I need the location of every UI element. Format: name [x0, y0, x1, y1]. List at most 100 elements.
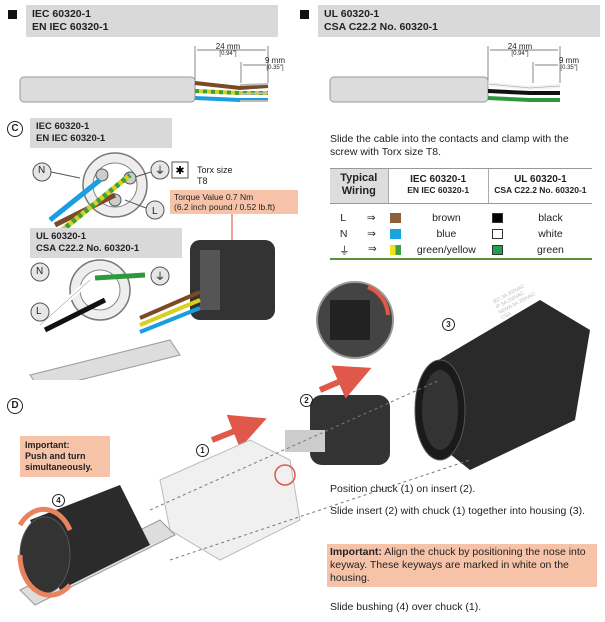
- terminal-face-iec: ⏚ ✱: [32, 152, 189, 234]
- wiring-iec-swatch: [389, 213, 401, 223]
- wiring-arrow: ⇒: [367, 228, 376, 240]
- header-iec-line2: EN IEC 60320-1: [32, 21, 109, 33]
- wiring-iec-color-name: brown: [432, 212, 461, 224]
- wiring-ul-cell: green: [486, 244, 592, 256]
- push-turn-text: Push and turn simultaneously.: [25, 451, 93, 472]
- section-c-marker: C: [7, 121, 23, 137]
- terminal-face-ul: ⏚: [29, 259, 181, 380]
- header-ul: UL 60320-1 CSA C22.2 No. 60320-1: [318, 5, 600, 37]
- dim-24-ul-mm: 24 mm: [507, 42, 533, 51]
- term-n-label: N: [38, 165, 46, 176]
- cable-ul-diagram: [329, 46, 561, 103]
- arrow-step-2: [318, 365, 372, 399]
- wiring-ul-swatch: [491, 245, 503, 255]
- svg-text:✱: ✱: [175, 164, 184, 177]
- section-c-ul-line2: CSA C22.2 No. 60320-1: [36, 243, 140, 254]
- dim-24-ul-in: [0.94"]: [511, 51, 529, 57]
- torx-label-line1: Torx size: [197, 165, 233, 175]
- header-iec: IEC 60320-1 EN IEC 60320-1: [26, 5, 278, 37]
- step-marker-4: 4: [52, 494, 65, 507]
- section-c-ul-label: UL 60320-1 CSA C22.2 No. 60320-1: [30, 228, 182, 258]
- torque-line1: Torque Value 0.7 Nm: [174, 192, 254, 202]
- section-c-ul-line1: UL 60320-1: [36, 231, 86, 242]
- wiring-title: Typical Wiring: [330, 169, 388, 203]
- insert-body: [139, 198, 275, 334]
- step-marker-3: 3: [442, 318, 455, 331]
- bushing-part: [17, 485, 150, 598]
- torque-line2: (6.2 inch pound / 0.52 lb.ft): [174, 202, 276, 212]
- svg-text:⏚: ⏚: [155, 271, 165, 283]
- wiring-term: N⇒: [330, 228, 386, 240]
- bullet-square: [300, 10, 309, 19]
- keyway-note-text: Align the chuck by positioning the nose …: [330, 546, 586, 584]
- dim-9-ul: 9 mm [0.35"]: [556, 56, 582, 71]
- wiring-iec-color-name: blue: [436, 228, 457, 240]
- wiring-title-line1: Typical: [340, 172, 378, 184]
- dim-9-iec-in: [0.35"]: [266, 65, 284, 71]
- arrow-step-1: [210, 414, 267, 449]
- section-c-iec-line2: EN IEC 60320-1: [36, 133, 106, 144]
- keyway-note-label: Important:: [330, 546, 382, 558]
- wiring-term: ⏚⇒: [330, 243, 386, 258]
- torx-label-line2: T8: [197, 176, 208, 186]
- dim-24-iec-in: [0.94"]: [219, 51, 237, 57]
- terminal-diagrams: ⏚ ✱ ⏚: [29, 152, 275, 380]
- wiring-row: L⇒ brown black: [330, 210, 592, 226]
- term-n-label-ul: N: [36, 266, 44, 277]
- dim-9-iec-mm: 9 mm: [265, 56, 285, 65]
- wiring-ul-color-name: black: [538, 212, 563, 224]
- wiring-iec-swatch: [389, 245, 401, 255]
- header-iec-line1: IEC 60320-1: [32, 8, 91, 20]
- guide-line: [149, 379, 441, 511]
- dim-24-iec: 24 mm [0.94"]: [208, 42, 248, 57]
- dim-9-ul-in: [0.35"]: [560, 65, 578, 71]
- guide-line: [169, 459, 471, 561]
- dim-24-iec-mm: 24 mm: [215, 42, 241, 51]
- slide-instruction: Slide the cable into the contacts and cl…: [330, 133, 569, 158]
- section-d-marker: D: [7, 398, 23, 414]
- section-c-iec-label: IEC 60320-1 EN IEC 60320-1: [30, 118, 172, 148]
- wiring-iec-cell: brown: [386, 212, 486, 224]
- push-turn-label: Important:: [25, 440, 70, 450]
- svg-text:⏚: ⏚: [155, 165, 165, 177]
- section-c-iec-line1: IEC 60320-1: [36, 121, 90, 132]
- push-turn-callout: Important: Push and turn simultaneously.: [20, 436, 110, 477]
- step-marker-1: 1: [196, 444, 209, 457]
- wiring-col-ul-line1: UL 60320-1: [514, 174, 567, 185]
- torx-size-label: Torx size T8: [197, 165, 233, 187]
- chuck-part: [159, 439, 301, 561]
- wiring-title-line2: Wiring: [341, 185, 376, 197]
- keyway-note: Important: Align the chuck by positionin…: [327, 544, 597, 587]
- cable-strip-diagrams: [19, 46, 561, 103]
- wiring-term: L⇒: [330, 212, 386, 224]
- bullet-square: [8, 10, 17, 19]
- wiring-col-ul-line2: CSA C22.2 No. 60320-1: [494, 185, 587, 195]
- cable-iec-diagram: [19, 46, 269, 103]
- wiring-term-label: N: [339, 228, 348, 240]
- term-l-label: L: [152, 206, 158, 217]
- wiring-iec-cell: green/yellow: [386, 244, 486, 256]
- dim-9-iec: 9 mm [0.35"]: [262, 56, 288, 71]
- header-ul-line1: UL 60320-1: [324, 8, 380, 20]
- wiring-ul-cell: white: [486, 228, 592, 240]
- wiring-table: Typical Wiring IEC 60320-1 EN IEC 60320-…: [330, 168, 592, 260]
- wiring-col-iec-line1: IEC 60320-1: [410, 174, 467, 185]
- wiring-term-label: ⏚: [339, 244, 350, 257]
- wiring-col-ul: UL 60320-1 CSA C22.2 No. 60320-1: [487, 169, 592, 203]
- wiring-iec-color-name: green/yellow: [416, 244, 476, 256]
- header-ul-line2: CSA C22.2 No. 60320-1: [324, 21, 438, 33]
- torque-value-callout: Torque Value 0.7 Nm (6.2 inch pound / 0.…: [170, 190, 298, 214]
- wiring-ul-swatch: [491, 229, 503, 239]
- step-text-2: Slide insert (2) with chuck (1) together…: [330, 505, 586, 517]
- dim-9-ul-mm: 9 mm: [559, 56, 579, 65]
- wiring-arrow: ⇒: [367, 242, 377, 255]
- wiring-col-iec-line2: EN IEC 60320-1: [407, 185, 470, 195]
- assembly-illustration: [17, 281, 590, 606]
- wiring-term-label: L: [340, 212, 347, 224]
- wiring-ul-cell: black: [486, 212, 592, 224]
- insert-assembly: [285, 395, 390, 465]
- wiring-col-iec: IEC 60320-1 EN IEC 60320-1: [387, 169, 488, 203]
